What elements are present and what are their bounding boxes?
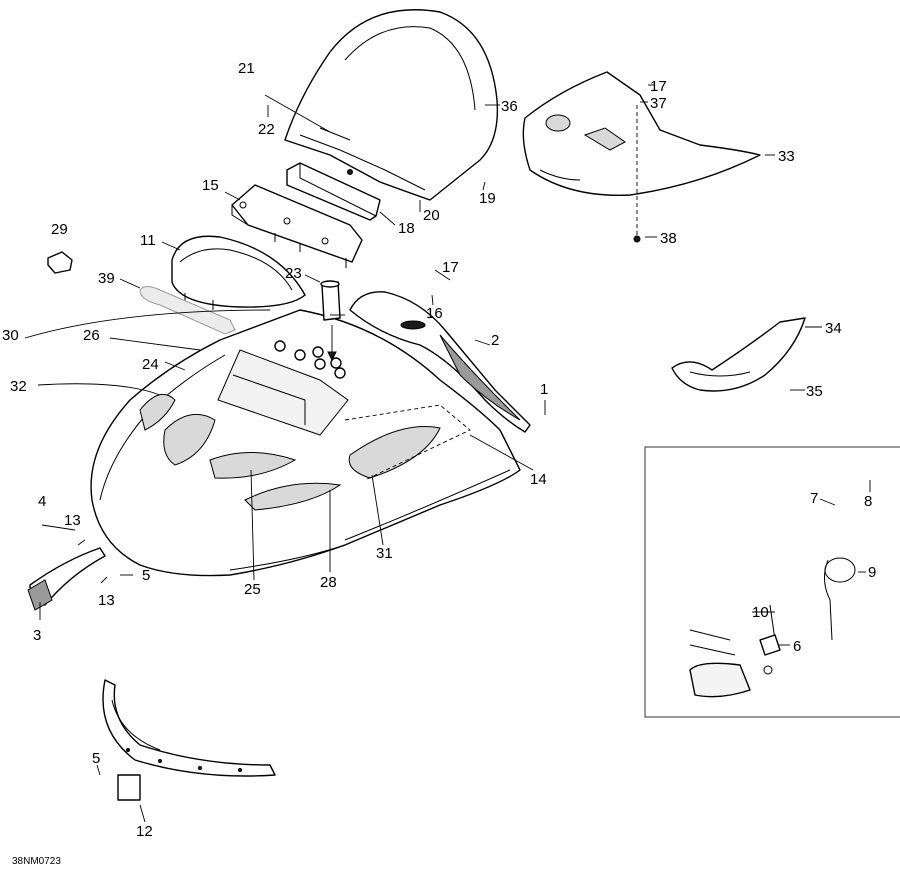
belly-pan — [522, 71, 761, 243]
callout-23: 23 — [285, 265, 302, 282]
callout-15: 15 — [202, 177, 219, 194]
skid-plate — [671, 317, 806, 392]
callout-36: 36 — [501, 98, 518, 115]
callout-16: 16 — [426, 305, 443, 322]
callout-39: 39 — [98, 270, 115, 287]
windshield — [284, 9, 499, 201]
callout-29: 29 — [51, 221, 68, 238]
callout-24: 24 — [142, 356, 159, 373]
callout-33: 33 — [778, 148, 795, 165]
callout-6: 6 — [793, 638, 801, 655]
reference-code: 38NM0723 — [12, 856, 61, 867]
hood — [90, 309, 521, 577]
side-panel — [349, 291, 531, 433]
callout-37: 37 — [650, 95, 667, 112]
callout-30: 30 — [2, 327, 19, 344]
callout-17-pan: 17 — [650, 78, 667, 95]
callout-19: 19 — [479, 190, 496, 207]
callout-38: 38 — [660, 230, 677, 247]
clip — [47, 251, 73, 274]
callout-34: 34 — [825, 320, 842, 337]
callout-labels: 1 2 3 4 5 5 6 7 8 9 10 11 12 13 13 14 15… — [2, 60, 876, 840]
front-bumper — [102, 679, 276, 801]
callout-17-hood: 17 — [442, 259, 459, 276]
callout-5-bumper: 5 — [92, 750, 100, 767]
bumper-bracket — [27, 547, 106, 611]
grommet-tube — [320, 280, 341, 362]
callout-11: 11 — [140, 232, 156, 249]
callout-4: 4 — [38, 493, 46, 510]
callout-35: 35 — [806, 383, 823, 400]
console — [231, 184, 363, 268]
callout-18: 18 — [398, 220, 415, 237]
callout-13-lower: 13 — [98, 592, 115, 609]
callout-1: 1 — [540, 381, 548, 398]
callout-21: 21 — [238, 60, 255, 77]
callout-28: 28 — [320, 574, 337, 591]
callout-31: 31 — [376, 545, 393, 562]
callout-3: 3 — [33, 627, 41, 644]
grab-handle — [139, 286, 236, 335]
callout-9: 9 — [868, 564, 876, 581]
callout-25: 25 — [244, 581, 261, 598]
callout-10: 10 — [752, 604, 769, 621]
callout-2: 2 — [491, 332, 499, 349]
callout-13-upper: 13 — [64, 512, 81, 529]
callout-5-front: 5 — [142, 567, 150, 584]
callout-26: 26 — [83, 327, 100, 344]
callout-12: 12 — [136, 823, 153, 840]
handlebar-pad — [171, 235, 306, 310]
callout-22: 22 — [258, 121, 275, 138]
callout-14: 14 — [530, 471, 547, 488]
leader-lines — [24, 84, 871, 823]
callout-20: 20 — [423, 207, 440, 224]
callout-32: 32 — [10, 378, 27, 395]
windshield-support-pad — [286, 162, 381, 221]
callout-7: 7 — [810, 490, 818, 507]
callout-8: 8 — [864, 493, 872, 510]
inset-detail — [644, 446, 900, 718]
